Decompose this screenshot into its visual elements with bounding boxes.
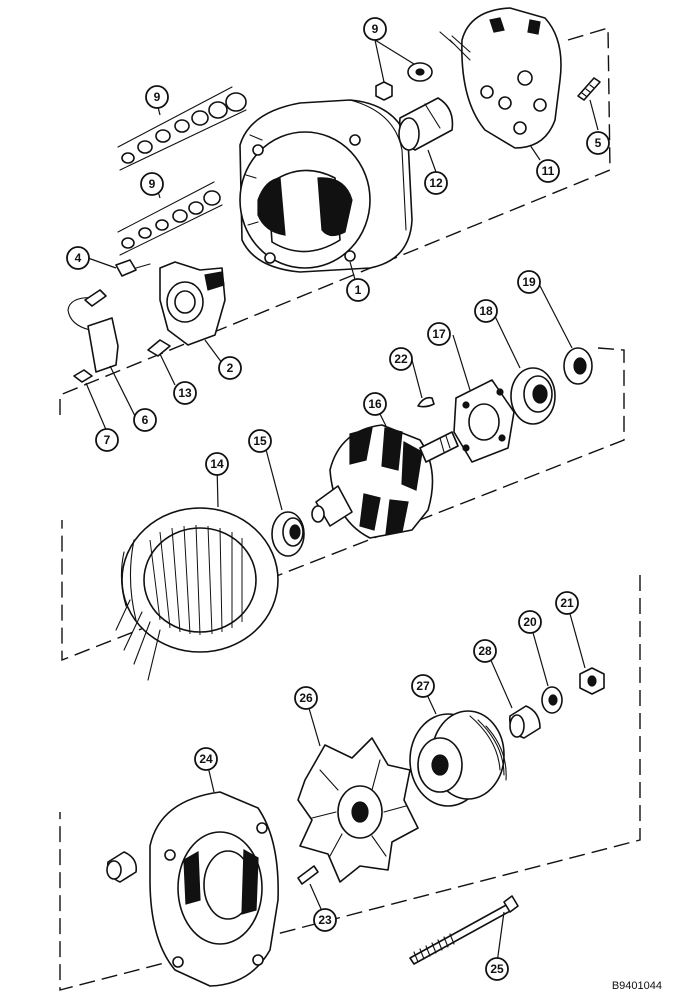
cooling-fan xyxy=(297,737,419,883)
shaft-nut xyxy=(579,667,605,695)
callout-28: 28 xyxy=(473,639,497,663)
svg-text:22: 22 xyxy=(394,352,408,366)
callout-13: 13 xyxy=(173,381,197,405)
callout-5: 5 xyxy=(586,131,610,155)
svg-text:28: 28 xyxy=(478,644,492,658)
callout-20: 20 xyxy=(518,610,542,634)
callout-6: 6 xyxy=(133,408,157,432)
svg-text:25: 25 xyxy=(490,962,504,976)
rectifier-plate xyxy=(439,7,562,149)
figure-code: B9401044 xyxy=(611,980,662,992)
brush xyxy=(115,259,151,277)
nut-and-washer-9 xyxy=(375,62,433,101)
pulley xyxy=(409,710,507,807)
svg-text:2: 2 xyxy=(227,361,234,375)
svg-text:19: 19 xyxy=(522,275,536,289)
svg-text:9: 9 xyxy=(149,177,156,191)
svg-text:9: 9 xyxy=(154,90,161,104)
bearing-18 xyxy=(510,367,556,425)
svg-text:14: 14 xyxy=(210,457,224,471)
callout-22: 22 xyxy=(389,347,413,371)
svg-text:7: 7 xyxy=(104,433,111,447)
regulator-brush-holder xyxy=(159,261,226,346)
callout-1: 1 xyxy=(346,278,370,302)
svg-text:26: 26 xyxy=(299,691,313,705)
svg-text:6: 6 xyxy=(142,413,149,427)
callout-9-top: 9 xyxy=(363,17,387,41)
callout-11: 11 xyxy=(536,159,560,183)
assembly-boundary-bottom xyxy=(59,575,641,991)
screw-5 xyxy=(577,77,601,101)
seal-ring-19 xyxy=(563,347,593,385)
bearing-retainer-plate xyxy=(453,379,515,463)
svg-text:5: 5 xyxy=(595,136,602,150)
callout-26: 26 xyxy=(294,686,318,710)
svg-text:13: 13 xyxy=(178,386,192,400)
callout-23: 23 xyxy=(313,908,337,932)
washer-set-9-lower xyxy=(117,181,223,256)
screw-13 xyxy=(147,339,171,357)
callout-15: 15 xyxy=(248,429,272,453)
screw-23 xyxy=(297,865,319,885)
svg-text:12: 12 xyxy=(429,176,443,190)
svg-text:17: 17 xyxy=(432,327,446,341)
callout-24: 24 xyxy=(194,747,218,771)
callout-4: 4 xyxy=(66,246,90,270)
connector-lead xyxy=(67,289,119,373)
svg-text:15: 15 xyxy=(253,434,267,448)
sleeve xyxy=(398,97,454,151)
svg-text:1: 1 xyxy=(355,283,362,297)
callout-27: 27 xyxy=(411,674,435,698)
rear-housing xyxy=(149,791,279,987)
callout-25: 25 xyxy=(485,957,509,981)
assembly-boundary-top xyxy=(59,27,611,418)
spacer-28 xyxy=(508,705,541,739)
svg-text:11: 11 xyxy=(542,164,555,178)
svg-text:16: 16 xyxy=(368,397,382,411)
stator xyxy=(115,507,279,681)
svg-text:23: 23 xyxy=(318,913,332,927)
callout-17: 17 xyxy=(427,322,451,346)
callout-19: 19 xyxy=(517,270,541,294)
svg-text:9: 9 xyxy=(372,22,379,36)
through-bolt xyxy=(409,895,519,965)
rotor xyxy=(311,424,459,539)
assembly-boundary-middle xyxy=(61,347,625,662)
callout-9-upper-washers: 9 xyxy=(145,85,169,109)
svg-text:21: 21 xyxy=(560,596,574,610)
callout-12: 12 xyxy=(424,171,448,195)
washer-set-9-upper xyxy=(117,86,247,171)
svg-text:4: 4 xyxy=(75,251,82,265)
callout-18: 18 xyxy=(474,299,498,323)
bushing xyxy=(106,851,138,883)
svg-text:20: 20 xyxy=(523,615,537,629)
front-housing xyxy=(239,99,413,273)
callout-21: 21 xyxy=(555,591,579,615)
svg-text:18: 18 xyxy=(479,304,493,318)
callout-14: 14 xyxy=(205,452,229,476)
woodruff-key xyxy=(417,396,435,408)
svg-text:24: 24 xyxy=(199,752,213,766)
bearing-15 xyxy=(271,511,305,557)
screw-7 xyxy=(73,369,93,383)
callout-16: 16 xyxy=(363,392,387,416)
callout-2: 2 xyxy=(218,356,242,380)
washer-20 xyxy=(541,686,563,714)
callout-9-lower-washers: 9 xyxy=(140,172,164,196)
svg-text:27: 27 xyxy=(416,679,430,693)
callout-7: 7 xyxy=(95,428,119,452)
